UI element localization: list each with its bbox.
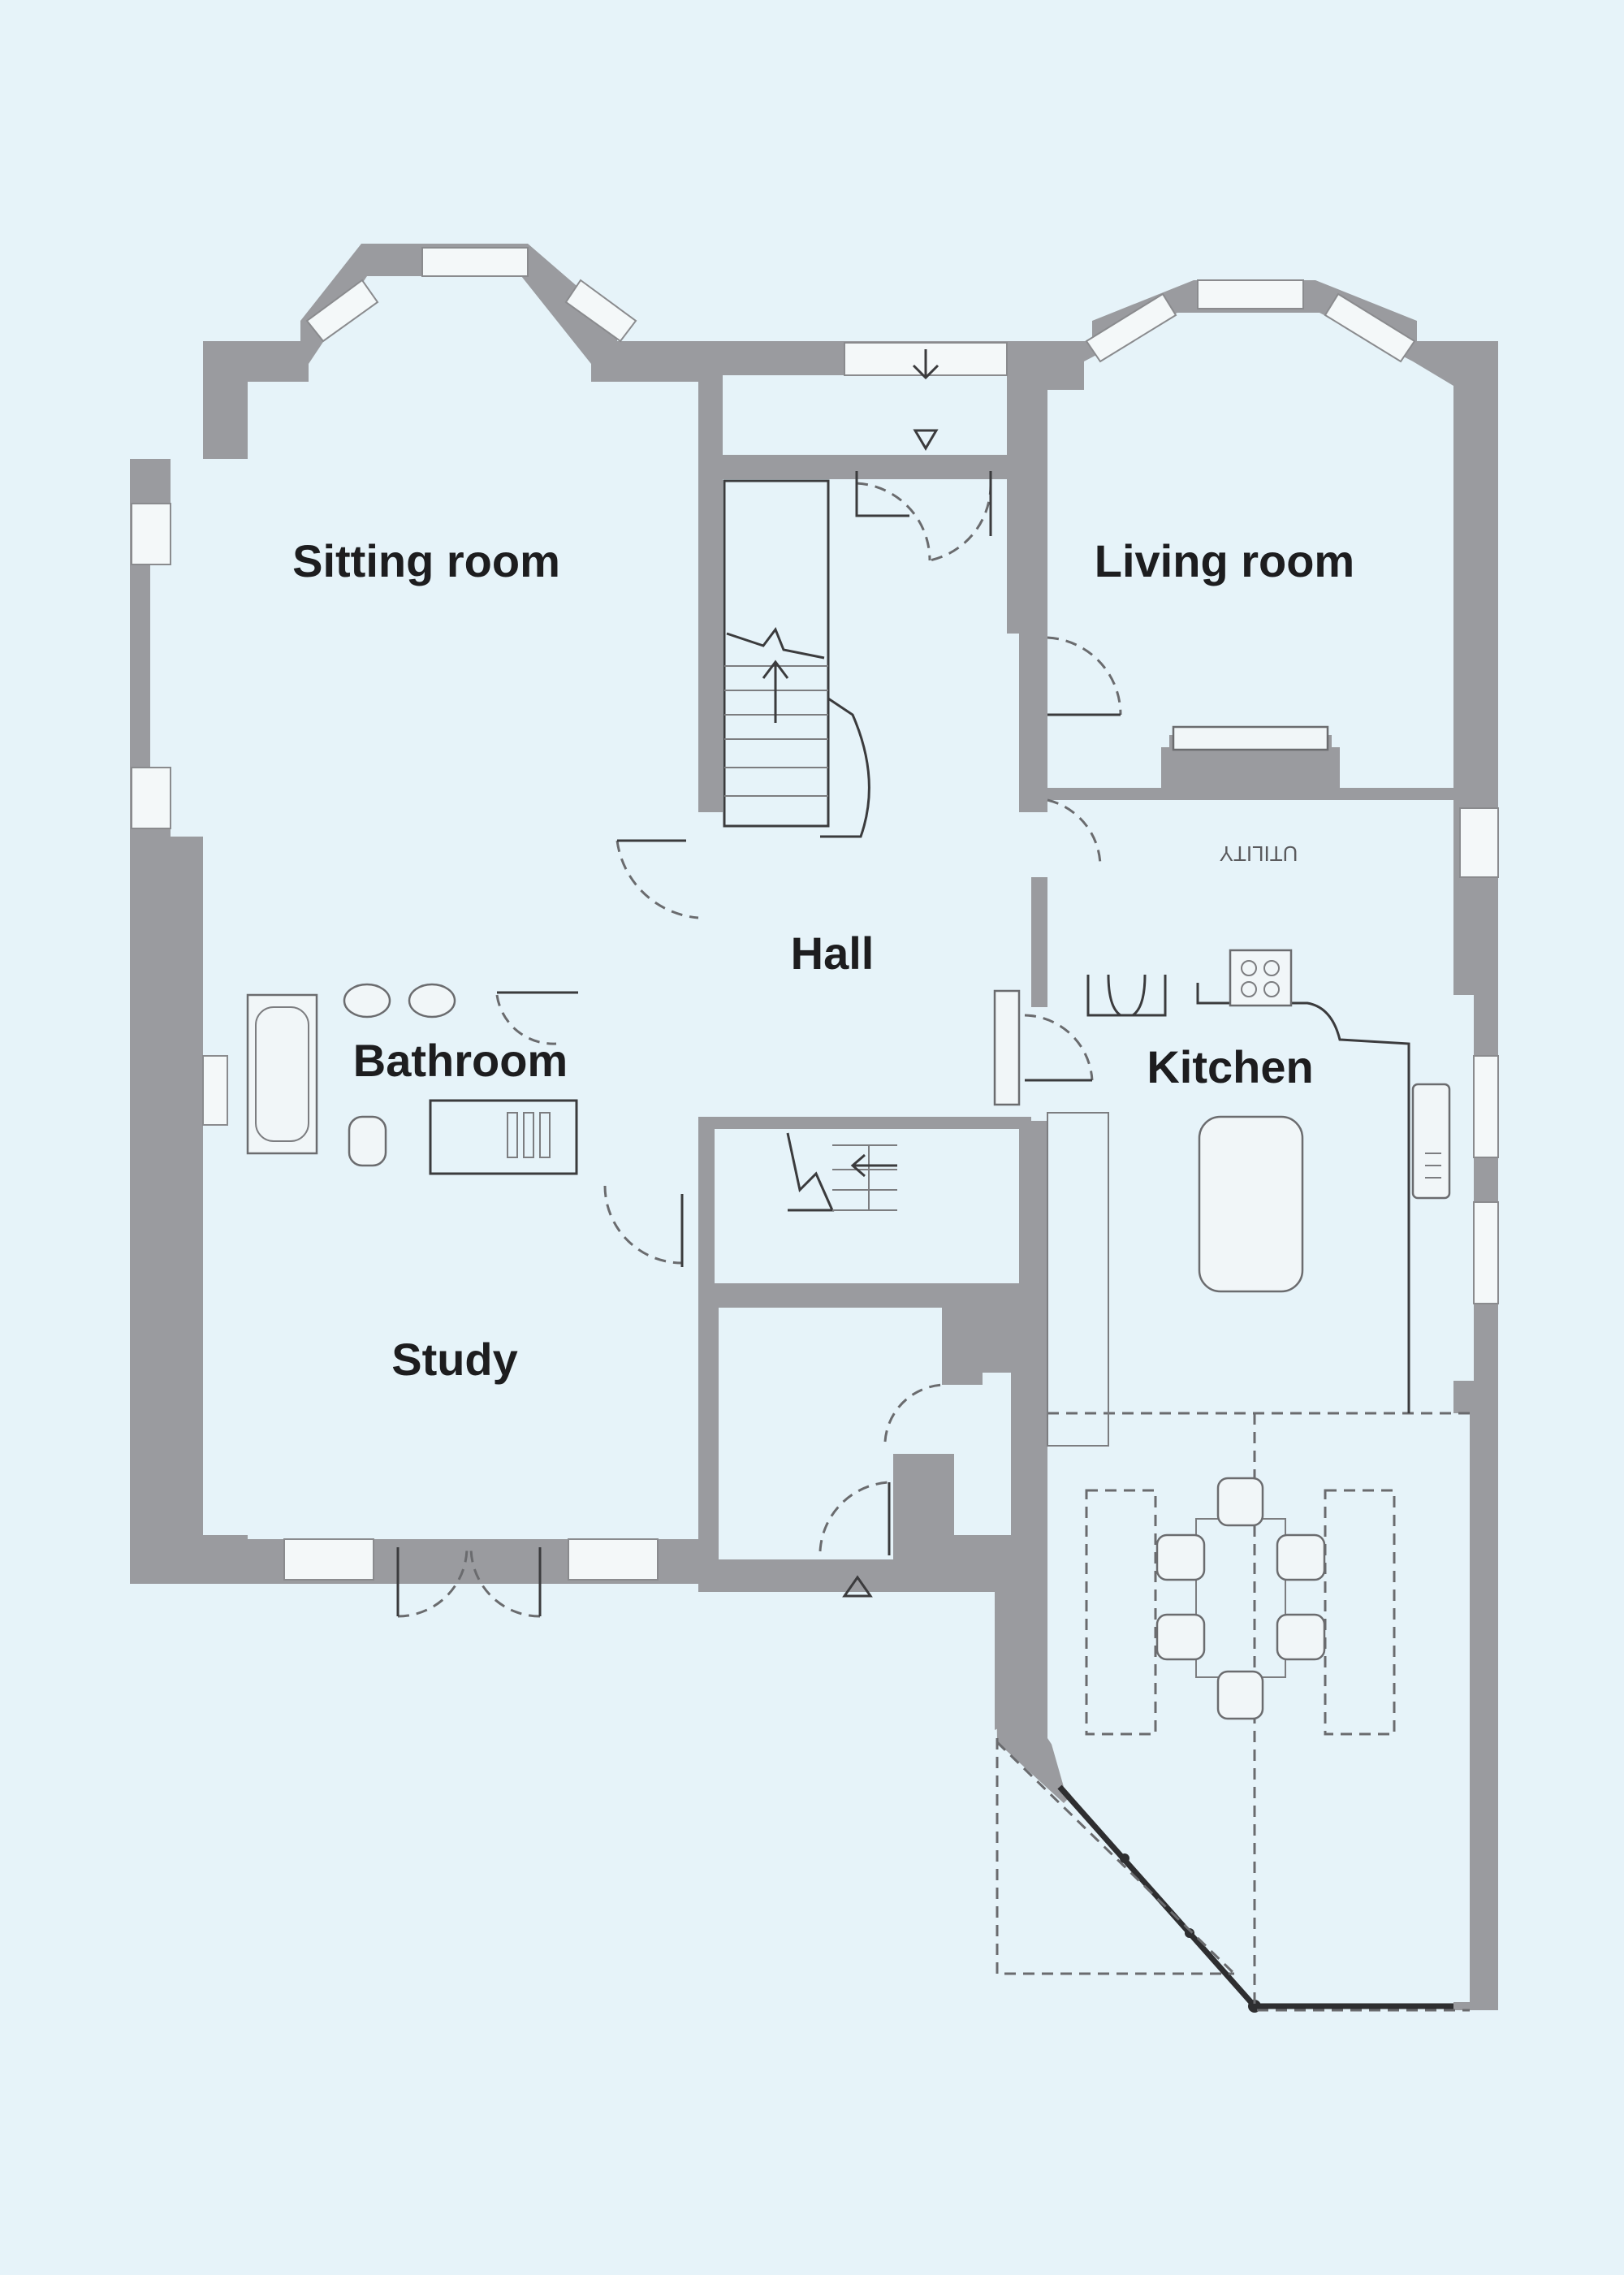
floor-bathroom	[248, 979, 585, 1174]
door-utility	[1047, 798, 1102, 866]
entrance-markers	[842, 349, 939, 1598]
sink-icon	[1411, 1083, 1451, 1200]
dining-rug-right	[1324, 1489, 1396, 1736]
fridge-doors-icon	[1086, 975, 1167, 1017]
door-porch	[856, 482, 931, 561]
down-arrow-icon	[850, 1153, 897, 1178]
window-living-top-right	[1324, 292, 1416, 363]
label-hall: Hall	[791, 928, 875, 979]
fireplace-breast	[1161, 747, 1340, 792]
chair-bottom	[1216, 1670, 1264, 1720]
fireplace-hearth	[1172, 725, 1329, 751]
floor-wc	[958, 1385, 1011, 1535]
window-sitting-left-1	[131, 503, 171, 565]
window-utility	[1459, 807, 1499, 878]
floor-sitting-room	[150, 276, 698, 962]
kitchen-extension	[996, 1412, 1470, 2013]
label-utility: UTILITY	[1220, 841, 1298, 866]
window-study-2	[568, 1538, 659, 1581]
shower-tray	[429, 1099, 578, 1175]
label-sitting-room: Sitting room	[292, 535, 560, 586]
window-study-1	[283, 1538, 374, 1581]
window-kitchen-1	[1473, 1055, 1499, 1158]
label-kitchen: Kitchen	[1147, 1041, 1313, 1092]
chair-right-1	[1276, 1533, 1326, 1581]
floor-cellar-stair	[715, 1129, 1019, 1283]
up-arrow-icon	[762, 660, 789, 723]
kitchen-island	[1198, 1115, 1304, 1293]
chair-left-1	[1155, 1533, 1206, 1581]
entry-arrow-icon	[912, 349, 939, 380]
label-bathroom: Bathroom	[353, 1035, 568, 1086]
label-living-room: Living room	[1095, 535, 1354, 586]
floor-cloak	[719, 1308, 1011, 1559]
floor-entry-porch	[723, 375, 1007, 455]
chair-right-2	[1276, 1613, 1326, 1661]
window-living-top-left	[1085, 292, 1177, 363]
bath-tub	[246, 993, 318, 1155]
window-sitting-top-right	[564, 279, 637, 343]
bathroom-fixtures	[246, 983, 578, 1175]
door-study-garden-right	[469, 1546, 541, 1618]
window-sitting-top	[421, 247, 529, 277]
door-study	[603, 1185, 683, 1265]
stairs	[723, 479, 897, 1212]
wall-kitchen-chevron	[995, 1568, 1080, 1803]
toilet-icon	[348, 1115, 387, 1167]
door-living	[1047, 636, 1122, 716]
kitchen-fixtures	[1047, 949, 1451, 1447]
entry-triangle-top-icon	[913, 429, 939, 451]
stair-winder	[820, 697, 870, 838]
window-sitting-left-2	[131, 767, 171, 829]
cellar-stair	[786, 1132, 835, 1212]
fireplace	[1161, 725, 1340, 792]
windows	[131, 247, 1499, 1581]
door-kitchen-frame	[993, 989, 1021, 1106]
window-bathroom	[202, 1055, 228, 1126]
glazing-diagonal	[1057, 1784, 1257, 2009]
extension-outline	[996, 1412, 1470, 2012]
floor-passage	[585, 979, 698, 1194]
chair-top	[1216, 1477, 1264, 1527]
floor-living-room	[1047, 313, 1453, 788]
floor-utility	[1047, 800, 1453, 962]
entry-triangle-bottom-icon	[842, 1575, 873, 1598]
floor-hall	[698, 479, 1031, 1117]
basin-left-icon	[343, 983, 391, 1019]
room-labels: Sitting room Living room Hall Bathroom K…	[292, 535, 1354, 1385]
window-kitchen-2	[1473, 1201, 1499, 1304]
label-study: Study	[391, 1334, 518, 1385]
chair-left-2	[1155, 1613, 1206, 1661]
floor-study	[248, 1190, 698, 1539]
door-study-garden-left	[397, 1546, 469, 1618]
window-sitting-top-left	[305, 279, 379, 343]
stair-outline	[723, 479, 830, 828]
door-bathroom	[495, 994, 557, 1045]
dining-rug-left	[1085, 1489, 1157, 1736]
hob-icon	[1229, 949, 1293, 1007]
door-sitting	[615, 840, 699, 919]
floors	[150, 276, 1474, 2002]
window-living-top	[1197, 279, 1304, 309]
kitchen-counter-line	[1196, 983, 1410, 1413]
doors	[396, 471, 1122, 1618]
basin-right-icon	[408, 983, 456, 1019]
door-cloak	[883, 1383, 947, 1442]
